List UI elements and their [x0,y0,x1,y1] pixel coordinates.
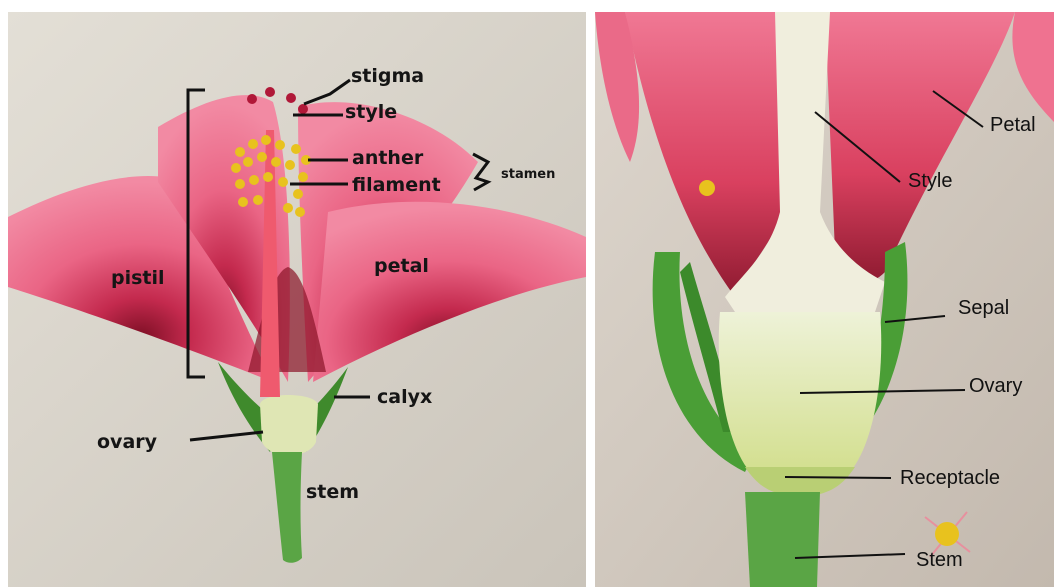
label-ovary: ovary [97,431,158,453]
label-stigma: stigma [351,65,424,87]
label-filament: filament [352,174,441,196]
label-sepal: Sepal [958,297,1009,319]
label-stem: stem [306,481,359,503]
ovary-shape [260,395,318,456]
label-style: style [345,101,397,123]
flower-exterior-panel: stigma style anther filament stamen pist… [8,12,586,587]
label-anther: anther [352,147,424,169]
flower-exterior-illustration: stigma style anther filament stamen pist… [8,12,586,587]
pollen-grain [699,180,715,196]
label-calyx: calyx [377,386,432,408]
label-ovary: Ovary [969,375,1022,397]
label-petal: petal [374,255,429,277]
label-style: Style [908,170,952,192]
label-stem: Stem [916,549,963,571]
label-pistil: pistil [111,267,165,289]
flower-section-panel: Petal Style Sepal Ovary Receptacle Stem [595,12,1054,587]
flower-section-illustration: Petal Style Sepal Ovary Receptacle Stem [595,12,1054,587]
label-stamen: stamen [501,167,555,182]
label-petal: Petal [990,114,1036,136]
stem-shape [745,492,820,587]
label-receptacle: Receptacle [900,467,1000,489]
